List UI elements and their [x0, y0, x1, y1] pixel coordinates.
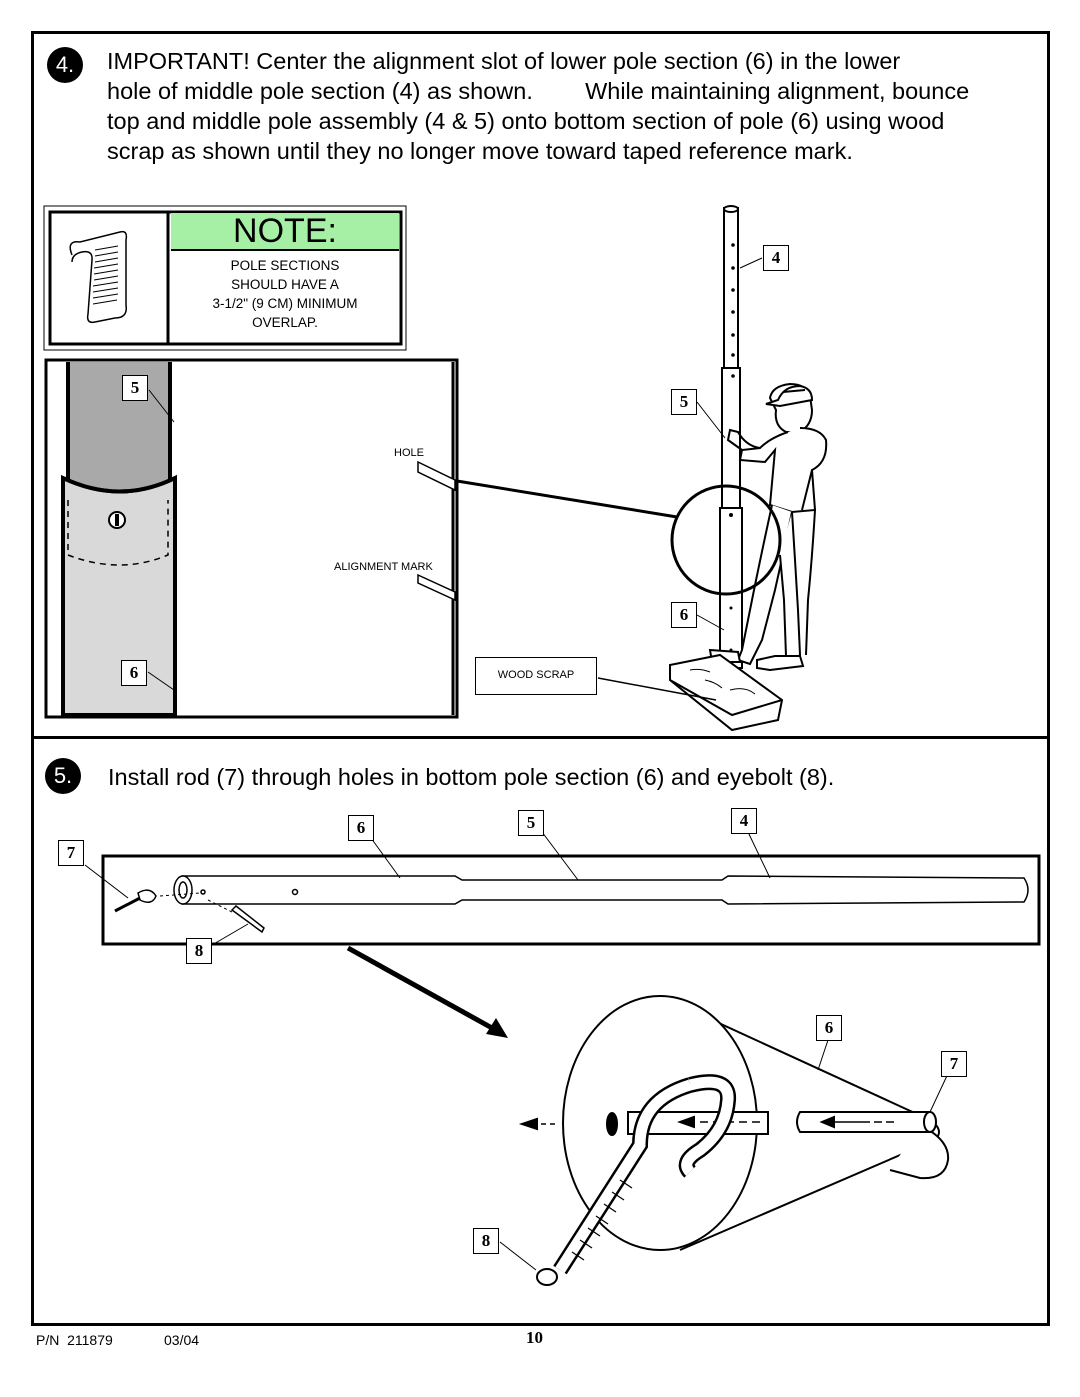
closeup-callout-8: 8 [473, 1228, 499, 1254]
step5-text: Install rod (7) through holes in bottom … [108, 764, 835, 790]
figure-callout-4: 4 [763, 245, 789, 271]
closeup-callout-7: 7 [941, 1051, 967, 1077]
hole-label: HOLE [394, 447, 424, 459]
detail-callout-6: 6 [121, 660, 147, 686]
detail-callout-5: 5 [122, 375, 148, 401]
step5-panel [31, 736, 1050, 1326]
note-page-icon [69, 230, 128, 324]
rod-eyebolt-closeup [499, 995, 953, 1286]
pole-assembly-horizontal [84, 831, 1029, 946]
assembly-callout-7: 7 [58, 840, 84, 866]
page-number: 10 [526, 1328, 543, 1347]
assembly-callout-5: 5 [518, 810, 544, 836]
alignment-mark-label: ALIGNMENT MARK [334, 561, 433, 573]
note-text: POLE SECTIONS SHOULD HAVE A 3-1/2" (9 CM… [171, 256, 399, 332]
closeup-callout-6: 6 [816, 1015, 842, 1041]
step4-line-4: scrap as shown until they no longer move… [107, 138, 853, 164]
assembly-callout-6: 6 [348, 815, 374, 841]
step4-line-3: top and middle pole assembly (4 & 5) ont… [107, 108, 945, 134]
note-line: SHOULD HAVE A [231, 277, 339, 292]
step4-number: 4. [47, 47, 83, 83]
part-number: P/N 211879 [36, 1332, 113, 1348]
note-line: POLE SECTIONS [230, 258, 340, 273]
step4-line-2: hole of middle pole section (4) as shown… [107, 78, 970, 104]
wood-scrap-label: WOOD SCRAP [475, 657, 597, 695]
person-holding-pole [597, 205, 828, 732]
pole-overlap-detail [61, 362, 456, 717]
assembly-callout-8: 8 [186, 938, 212, 964]
note-line: OVERLAP. [252, 315, 318, 330]
step5-number: 5. [45, 758, 81, 794]
note-line: 3-1/2" (9 CM) MINIMUM [212, 296, 358, 311]
assembly-callout-4: 4 [731, 808, 757, 834]
direction-arrow [346, 945, 508, 1038]
figure-callout-6: 6 [671, 602, 697, 628]
figure-callout-5: 5 [671, 389, 697, 415]
note-title: NOTE: [171, 213, 399, 251]
revision-date: 03/04 [164, 1332, 200, 1348]
step4-line-1: IMPORTANT! Center the alignment slot of … [107, 48, 901, 74]
